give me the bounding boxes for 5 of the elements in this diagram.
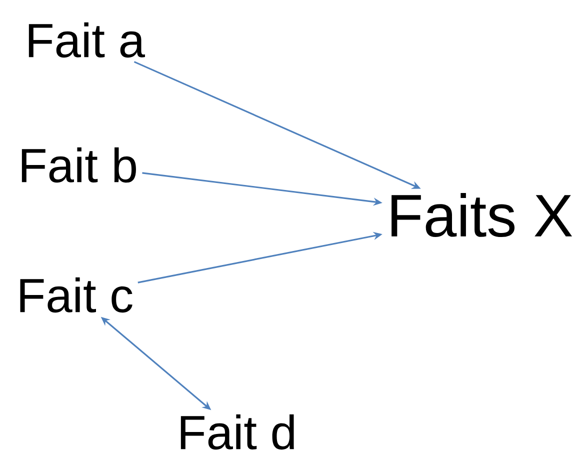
node-label: Fait d — [180, 414, 294, 450]
node-label: Faits X — [392, 192, 572, 238]
node-label: Fait c — [20, 277, 132, 313]
node-label: Fait a — [28, 22, 145, 58]
node-label: Fait b — [22, 147, 136, 183]
